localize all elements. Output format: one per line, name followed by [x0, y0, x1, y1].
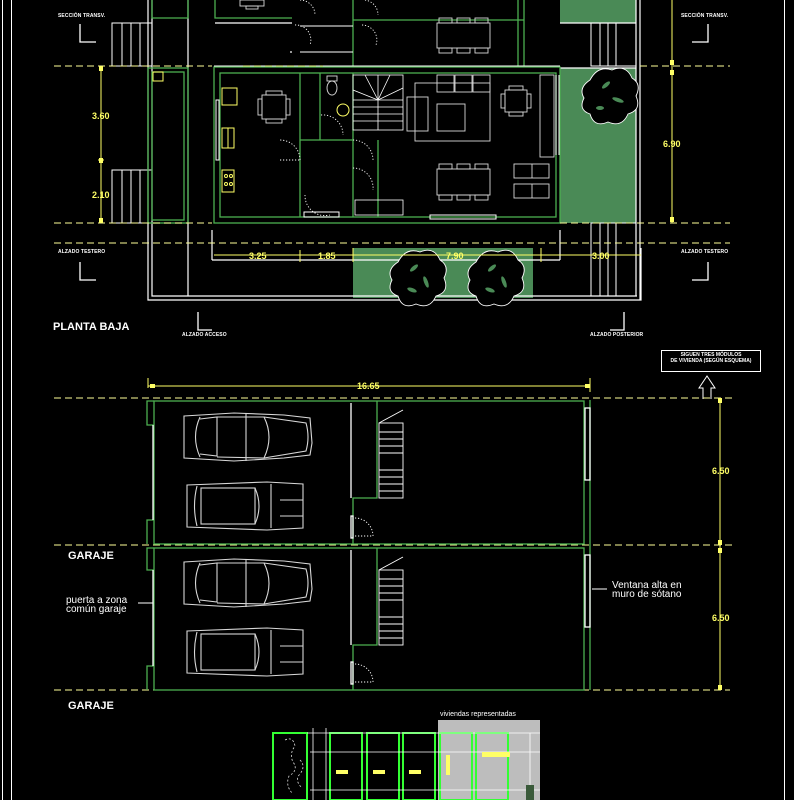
section-markers	[79, 24, 709, 331]
garage-label-2: GARAJE	[68, 700, 114, 712]
garden-right-upper	[560, 0, 636, 23]
garage-plan	[54, 378, 735, 691]
exterior-stairs-right	[590, 22, 637, 297]
garage-label-1: GARAJE	[68, 550, 114, 562]
basement-window-note-line-2: muro de sótano	[612, 589, 682, 600]
furniture	[239, 0, 555, 201]
tree-icons	[389, 67, 639, 307]
dim-horizontal-1: 3.25	[249, 251, 267, 261]
kitchen-fixtures	[152, 71, 350, 193]
dim-horizontal-2: 1.85	[318, 251, 336, 261]
mini-plan-heading: viviendas representadas	[440, 711, 516, 718]
note-line-1: SIGUEN TRES MÓDULOS	[680, 352, 742, 358]
exterior-stairs-left	[111, 22, 153, 224]
tree-leaf-marks	[407, 81, 624, 293]
section-label-right-top: SECCIÓN TRANSV.	[681, 13, 729, 19]
elevation-label-left: ALZADO TESTERO	[58, 249, 106, 255]
continuation-note-box: SIGUEN TRES MÓDULOS DE VIVIENDA (SEGÚN E…	[661, 350, 761, 372]
elevation-label-right: ALZADO TESTERO	[681, 249, 729, 255]
dim-vertical-right: 6.90	[663, 139, 681, 149]
section-label-left-top: SECCIÓN TRANSV.	[58, 13, 106, 19]
door-swings	[279, 0, 379, 217]
garage-overall-dimension: 16.65	[357, 381, 380, 391]
dimension-lines	[98, 0, 673, 262]
dim-vertical-left-lower: 2.10	[92, 190, 110, 200]
garage-door-note-line-1: puerta a zona	[66, 595, 128, 606]
garage-bay-dimension-2: 6.50	[712, 613, 730, 623]
continuation-arrow-icon	[698, 375, 716, 399]
interior-stair	[352, 74, 404, 216]
elevation-label-rear: ALZADO POSTERIOR	[590, 332, 644, 338]
note-line-2: DE VIVIENDA (SEGÚN ESQUEMA)	[670, 358, 752, 364]
mini-site-plan	[272, 720, 540, 800]
dim-horizontal-4: 3.00	[592, 251, 610, 261]
garage-door-note: puerta a zona común garaje	[66, 595, 128, 615]
basement-window-note: Ventana alta en muro de sótano	[612, 580, 682, 600]
garage-stairs	[378, 409, 404, 646]
car-icons	[183, 412, 313, 677]
dim-vertical-left-upper: 3.60	[92, 111, 110, 121]
elevation-label-access: ALZADO ACCESO	[182, 332, 227, 338]
basement-window-note-line-1: Ventana alta en	[612, 580, 682, 591]
garage-bay-dimension-1: 6.50	[712, 466, 730, 476]
garage-door-note-line-2: común garaje	[66, 604, 127, 615]
ground-floor-plan	[54, 0, 730, 331]
axis-lines	[54, 65, 730, 244]
dim-horizontal-3: 7.90	[446, 251, 464, 261]
ground-floor-title: PLANTA BAJA	[53, 321, 130, 333]
